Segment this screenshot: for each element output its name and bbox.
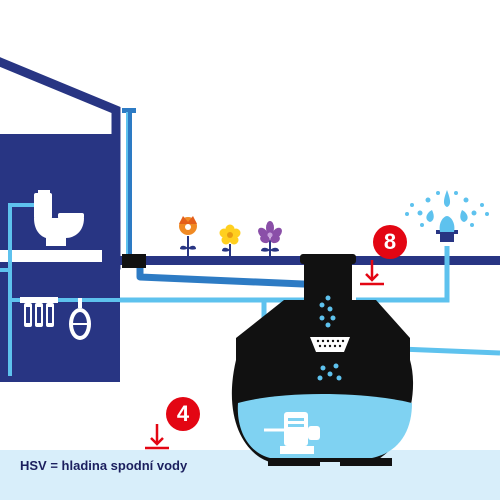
filter-cartridges-icon bbox=[20, 297, 58, 327]
pressure-vessel-icon bbox=[69, 298, 91, 340]
house-base bbox=[0, 372, 120, 382]
groundwater-zone bbox=[0, 450, 500, 500]
flower-yellow-icon bbox=[219, 224, 241, 256]
inflow-pipe bbox=[136, 268, 330, 296]
badge-bottom: 4 bbox=[166, 397, 200, 431]
flower-orange-icon bbox=[179, 216, 197, 256]
submersible-pump-icon bbox=[264, 412, 320, 454]
legend-hsv: HSV = hladina spodní vody bbox=[20, 458, 188, 473]
level-arrow-icon-top bbox=[360, 260, 384, 286]
flower-purple-icon bbox=[258, 221, 282, 256]
house-right-wall bbox=[102, 134, 120, 382]
rainwater-tank-icon bbox=[231, 254, 414, 466]
downpipe-icon bbox=[122, 108, 136, 264]
sprinkler-icon bbox=[405, 190, 489, 242]
collector-box bbox=[122, 254, 146, 268]
toilet-icon bbox=[34, 190, 84, 246]
badge-top: 8 bbox=[373, 225, 407, 259]
level-arrow-icon-bottom bbox=[145, 424, 169, 450]
